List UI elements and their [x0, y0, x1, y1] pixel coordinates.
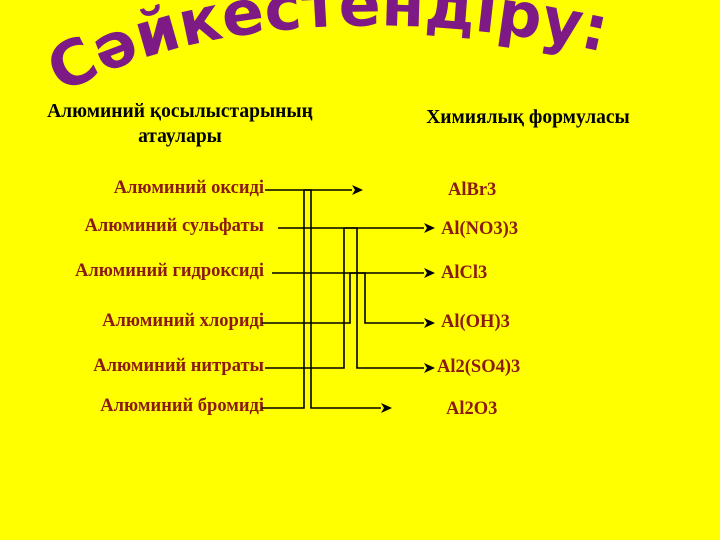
right-item-1[interactable]: AlBr3: [448, 180, 497, 200]
connector-oksidi-to-al2o3: [265, 189, 392, 413]
arrowhead-icon: [352, 185, 363, 195]
connector-gidroksidi-to-aloh3: [272, 272, 435, 328]
left-item-3[interactable]: Алюминий гидроксиді: [74, 261, 264, 281]
right-item-6[interactable]: Al2O3: [446, 399, 498, 419]
arrowhead-icon: [424, 268, 435, 278]
right-column-header: Химиялық формуласы: [426, 107, 630, 128]
left-item-1[interactable]: Алюминий оксиді: [113, 178, 264, 198]
left-column-header: Алюминий қосылыстарының атаулары: [47, 101, 313, 147]
right-item-2[interactable]: Al(NO3)3: [441, 219, 519, 239]
title-text: Сәйкестендіру:: [36, 0, 616, 107]
right-item-4[interactable]: Al(OH)3: [441, 312, 510, 332]
right-item-3[interactable]: AlCl3: [441, 263, 488, 283]
connector-sulfaty-to-al2so43: [278, 227, 435, 373]
title-label: Сәйкестендіру:: [36, 0, 616, 107]
arrowhead-icon: [381, 403, 392, 413]
connector-khloridi-to-alcl3: [262, 268, 435, 324]
right-item-5[interactable]: Al2(SO4)3: [437, 357, 521, 377]
arrowhead-icon: [424, 318, 435, 328]
arrowhead-icon: [424, 363, 435, 373]
left-item-5[interactable]: Алюминий нитраты: [93, 356, 264, 376]
connector-bromidi-to-albr3: [262, 185, 363, 409]
slide-title: Сәйкестендіру:: [0, 0, 720, 107]
connector-nitraty-to-alno33: [265, 223, 435, 369]
arrowhead-icon: [424, 223, 435, 233]
left-item-2[interactable]: Алюминий сульфаты: [84, 216, 264, 236]
left-item-6[interactable]: Алюминий бромиді: [100, 396, 264, 416]
left-item-4[interactable]: Алюминий хлориді: [102, 311, 264, 331]
